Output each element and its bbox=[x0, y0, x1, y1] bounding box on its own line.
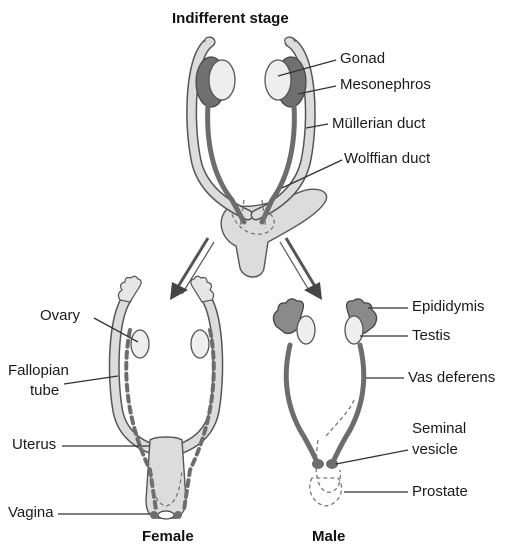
testis-left bbox=[297, 316, 315, 344]
gonad-right bbox=[265, 60, 291, 100]
label-seminal-line2: vesicle bbox=[412, 441, 458, 459]
label-epididymis: Epididymis bbox=[412, 298, 485, 316]
fallopian-tube-right bbox=[172, 298, 218, 452]
testis-right bbox=[345, 316, 363, 344]
label-fallopian-line1: Fallopian bbox=[8, 362, 69, 380]
label-ovary: Ovary bbox=[40, 307, 80, 325]
label-gonad: Gonad bbox=[340, 50, 385, 68]
ovary-right bbox=[191, 330, 209, 358]
prostate bbox=[310, 478, 342, 506]
label-wolffian-duct: Wolffian duct bbox=[344, 150, 430, 168]
label-fallopian-line2: tube bbox=[30, 382, 59, 400]
indifferent-stage-diagram bbox=[192, 37, 327, 277]
leader-seminal-vesicle bbox=[336, 450, 408, 464]
title-male: Male bbox=[312, 528, 345, 546]
female-diagram bbox=[114, 276, 218, 519]
label-mullerian-duct: Müllerian duct bbox=[332, 115, 425, 133]
female-base-dot-right bbox=[174, 511, 182, 519]
vas-deferens-left bbox=[286, 345, 318, 464]
label-testis: Testis bbox=[412, 327, 450, 345]
female-base-dot-left bbox=[150, 511, 158, 519]
fallopian-tube-left bbox=[114, 298, 160, 452]
gonad-left bbox=[209, 60, 235, 100]
uterus bbox=[146, 437, 186, 518]
label-mesonephros: Mesonephros bbox=[340, 76, 431, 94]
fimbriae-right bbox=[191, 276, 214, 302]
ovary-left bbox=[131, 330, 149, 358]
title-indifferent-stage: Indifferent stage bbox=[172, 10, 289, 28]
vas-deferens-right bbox=[332, 345, 364, 464]
fimbriae-left bbox=[118, 276, 141, 302]
label-vas-deferens: Vas deferens bbox=[408, 369, 495, 387]
mullerian-remnant-male bbox=[316, 400, 354, 492]
label-prostate: Prostate bbox=[412, 483, 468, 501]
arrow-to-male bbox=[280, 238, 322, 300]
label-uterus: Uterus bbox=[12, 436, 56, 454]
male-diagram bbox=[273, 299, 376, 506]
label-vagina: Vagina bbox=[8, 504, 54, 522]
seminal-vesicle-left bbox=[312, 459, 324, 469]
title-female: Female bbox=[142, 528, 194, 546]
label-seminal-line1: Seminal bbox=[412, 420, 466, 438]
vaginal-opening bbox=[158, 511, 174, 519]
